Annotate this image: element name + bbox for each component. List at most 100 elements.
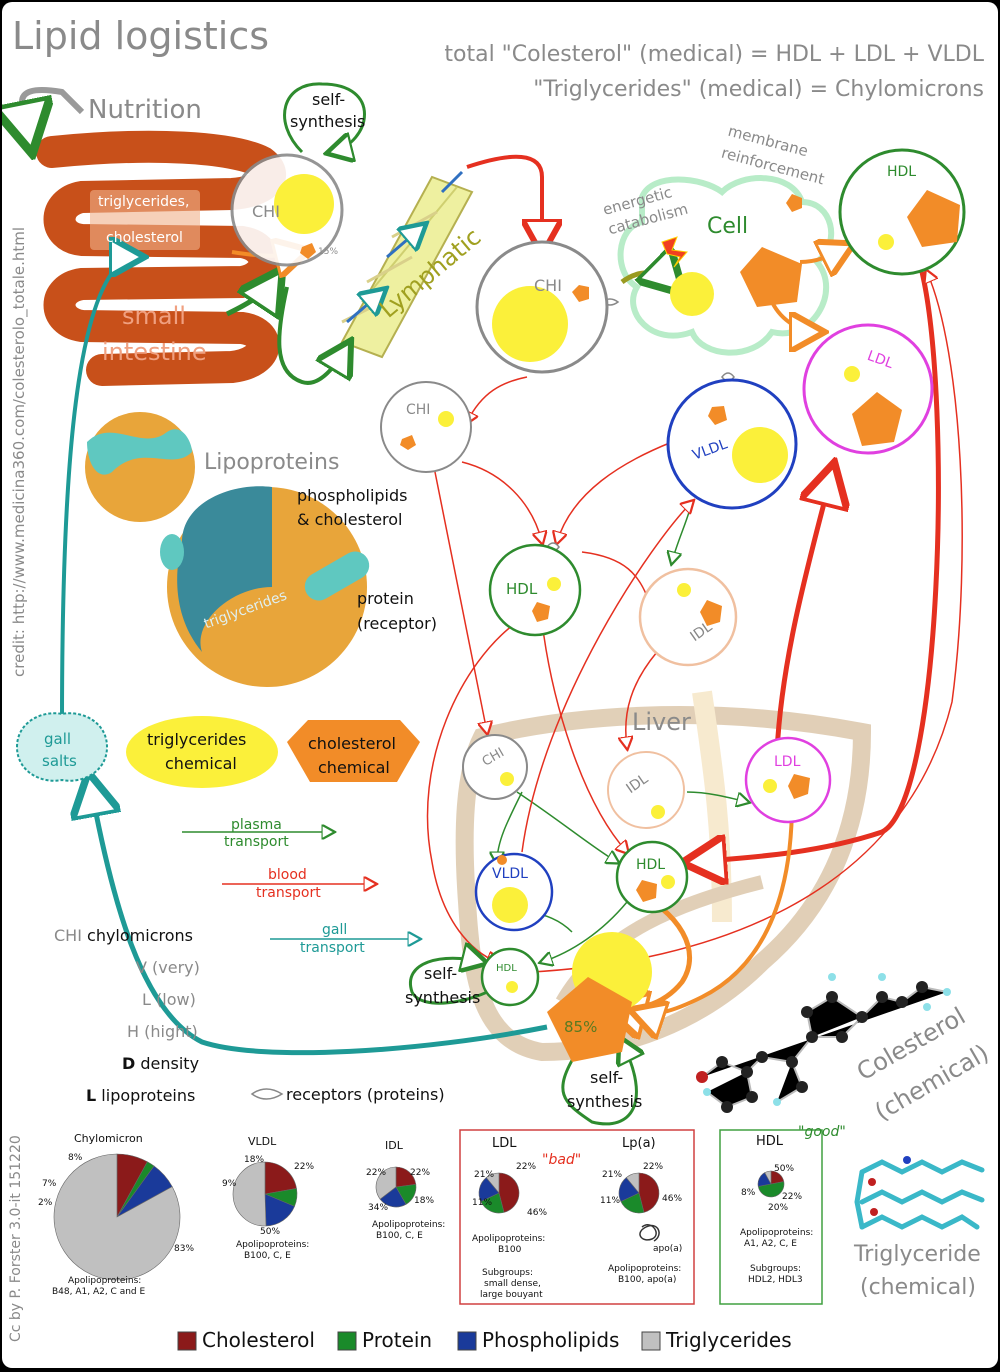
pie-slice-triglycerides — [232, 1161, 267, 1227]
apo-label: Apolipoproteins: — [740, 1228, 814, 1238]
pct-label: 9% — [222, 1179, 237, 1189]
pie-slice-cholesterol — [264, 1161, 297, 1195]
plasma-transport-label-2: transport — [224, 834, 289, 850]
legend-swatch-protein — [337, 1331, 357, 1351]
chart-name-vldl: VLDL — [248, 1135, 277, 1148]
lipoprotein-small-sphere — [85, 412, 195, 522]
subgroup-label: large bouyant — [480, 1290, 543, 1300]
legend-triglycerides: Triglycerides — [666, 1328, 792, 1352]
gall-salts-shape — [15, 712, 109, 782]
apo-label: B100, C, E — [244, 1251, 291, 1261]
apo-label: B100 — [498, 1245, 522, 1255]
subgroup-label: Subgroups: — [750, 1264, 801, 1274]
glossary-row: L lipoproteins — [86, 1086, 196, 1105]
ldl-particle-cell — [802, 323, 934, 455]
gall-transport-label-1: gall — [322, 922, 348, 938]
glossary-row: L (low) — [142, 990, 196, 1009]
idl-particle-liver — [607, 751, 685, 829]
pie-slice-triglycerides — [53, 1153, 181, 1281]
self-synthesis-top-1: self- — [312, 90, 346, 109]
self-synthesis-left-2: synthesis — [405, 988, 481, 1007]
vldl-label-liver: VLDL — [492, 866, 528, 882]
liver-label: Liver — [632, 708, 691, 736]
apo-label: B48, A1, A2, C and E — [52, 1287, 146, 1297]
blood-transport-label-1: blood — [268, 867, 307, 883]
cholesterol-molecule — [696, 973, 951, 1113]
bad-label: "bad" — [542, 1152, 582, 1168]
small-intestine-label-1: small — [122, 302, 186, 330]
self-synthesis-left-1: self- — [424, 964, 458, 983]
pct-label: 11% — [600, 1196, 621, 1206]
chart-name-hdl: HDL — [756, 1134, 784, 1149]
chi-label-blood: CHI — [534, 276, 562, 295]
hdl-particle-synthesis — [480, 947, 540, 1007]
pct-label: 22% — [366, 1168, 387, 1178]
apo-label: Apolipoproteins: — [68, 1276, 142, 1286]
pct-label: 18% — [414, 1196, 435, 1206]
apoa-squiggle — [639, 1224, 660, 1242]
page-title: Lipid logistics — [12, 14, 270, 58]
pct-label: 46% — [662, 1194, 683, 1204]
pct-label: 22% — [782, 1192, 803, 1202]
good-label: "good" — [798, 1124, 846, 1140]
pct-label: 22% — [410, 1168, 431, 1178]
subgroup-label: HDL2, HDL3 — [748, 1275, 803, 1285]
pct-label: 11% — [472, 1198, 493, 1208]
lipoprotein-large-sphere — [160, 486, 370, 687]
triglyceride-chemical-label-1: Triglyceride — [854, 1242, 981, 1267]
lipoproteins-label: Lipoproteins — [204, 450, 340, 475]
hdl-particle-liver — [615, 840, 689, 914]
legend-phospholipids: Phospholipids — [482, 1328, 620, 1352]
self-synthesis-top-2: synthesis — [290, 112, 366, 131]
pct-label: 18% — [244, 1155, 265, 1165]
receptors-label: receptors (proteins) — [286, 1085, 445, 1104]
pie-slice-triglycerides — [764, 1170, 772, 1185]
glossary-row: CHI chylomicrons — [54, 926, 193, 945]
pct-label: 22% — [294, 1162, 315, 1172]
pct15-label: 15% — [318, 247, 339, 257]
liver-stores — [547, 932, 652, 1062]
chi-label-remnant: CHI — [406, 402, 431, 418]
pct-label: 8% — [68, 1153, 83, 1163]
cell-cholesterol-pentagon — [661, 194, 802, 316]
triglyceride-chemical-label-2: (chemical) — [860, 1275, 976, 1300]
pie-slice-triglycerides — [375, 1166, 397, 1200]
vldl-particle-liver — [474, 852, 554, 932]
chart-name-lpa: Lp(a) — [622, 1136, 656, 1151]
good-box — [719, 1129, 823, 1305]
glossary-row: V (very) — [136, 958, 200, 977]
legend-swatch-cholesterol — [177, 1331, 197, 1351]
hdl-label-mid: HDL — [506, 580, 538, 598]
tg-chemical-label-1: triglycerides — [147, 730, 247, 749]
subgroup-label: Subgroups: — [482, 1268, 533, 1278]
phospholipids-label-1: phospholipids — [297, 486, 408, 505]
cholesterol-chemical-shape — [287, 720, 420, 782]
hdl-particle-cell — [838, 148, 966, 276]
pct-label: 20% — [768, 1203, 789, 1213]
hdl-label-synthesis: HDL — [496, 963, 517, 974]
lymphatic-vessel — [340, 170, 474, 359]
gall-transport-label-2: transport — [300, 940, 365, 956]
pct-label: 21% — [474, 1170, 495, 1180]
chi-remnant-particle — [380, 381, 472, 473]
vldl-particle-cell — [666, 378, 798, 510]
tg-chemical-label-2: chemical — [165, 754, 237, 773]
chi-particle-liver — [462, 734, 528, 800]
pct-label: 34% — [368, 1203, 389, 1213]
legend-swatch-triglycerides — [641, 1331, 661, 1351]
ldl-particle-liver — [744, 736, 832, 824]
license-text: Cc by P. Forster 3.0-it 151220 — [8, 1135, 24, 1342]
apo-label: Apolipoproteins: — [472, 1234, 546, 1244]
pct-label: 50% — [774, 1164, 795, 1174]
pct-label: 2% — [38, 1198, 53, 1208]
plasma-transport-label-1: plasma — [231, 817, 282, 833]
chart-name-chylomicron: Chylomicron — [74, 1132, 143, 1145]
triglycerides-chemical-shape — [126, 716, 278, 788]
self-synthesis-bottom-2: synthesis — [567, 1092, 643, 1111]
small-intestine-label-2: intestine — [102, 338, 207, 366]
phospholipids-label-2: & cholesterol — [297, 510, 403, 529]
pie-slice-cholesterol — [638, 1172, 660, 1213]
header-line-1: total "Colesterol" (medical) = HDL + LDL… — [444, 42, 984, 67]
pct-label: 50% — [260, 1227, 281, 1237]
